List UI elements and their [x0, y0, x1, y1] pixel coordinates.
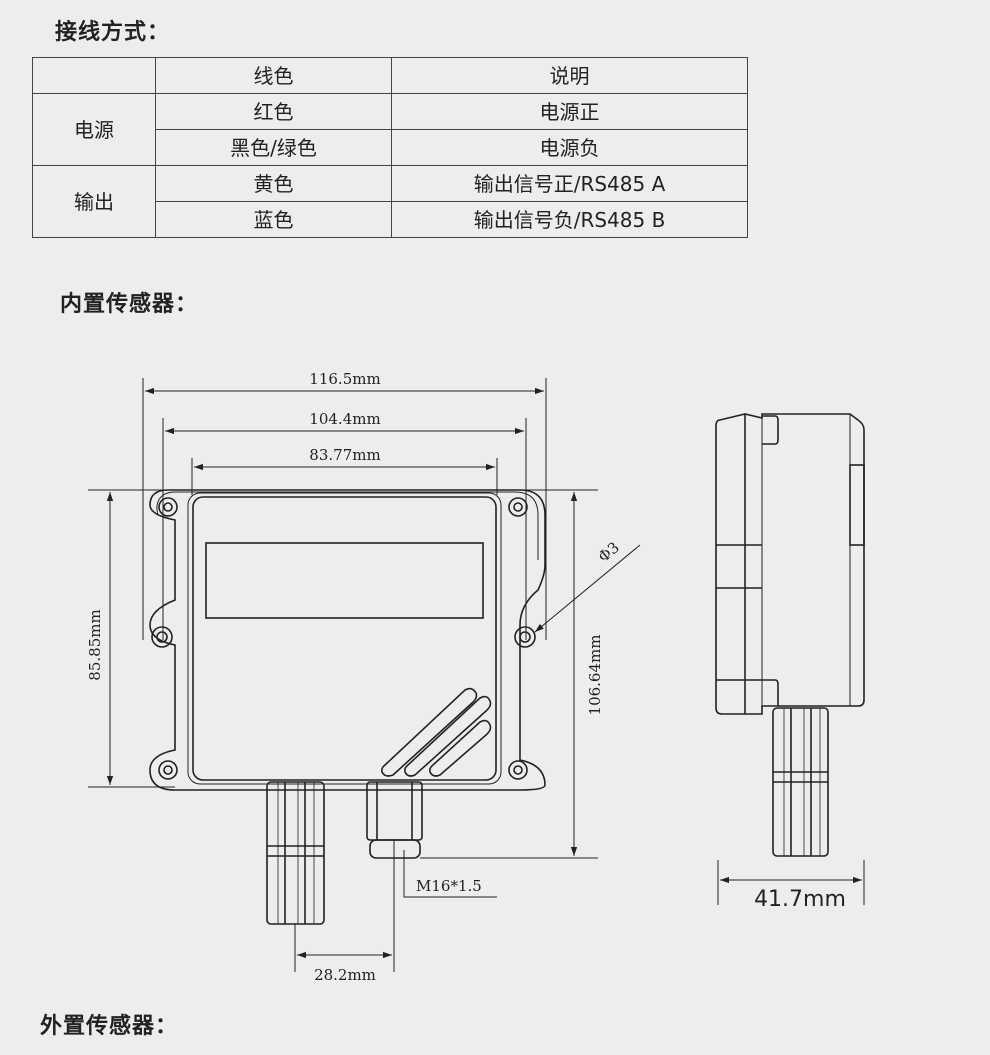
side-outline	[715, 413, 865, 715]
side-probe	[772, 707, 829, 857]
table-row: 电源 红色 电源正	[32, 93, 748, 166]
wire-color-cell: 蓝色	[155, 201, 392, 238]
table-row: 输出 黄色 输出信号正/RS485 A	[32, 165, 748, 238]
header-color-cell: 线色	[155, 57, 392, 94]
group-output-cell: 输出	[32, 165, 156, 238]
dim-gland-thread: M16*1.5	[416, 877, 482, 895]
dim-height-total: 106.64mm	[586, 635, 604, 716]
internal-sensor-heading: 内置传感器：	[60, 292, 199, 317]
dim-window-width: 83.77mm	[309, 446, 380, 464]
wire-desc-cell: 输出信号正/RS485 A	[391, 165, 748, 202]
wiring-table: 线色 说明 电源 红色 电源正 黑色/绿色 电源负 输出 黄色 输出信号正/RS…	[32, 57, 748, 238]
dim-depth: 41.7mm	[754, 887, 846, 912]
dim-hole-diameter: Φ3	[595, 538, 623, 566]
dim-hole-spacing: 104.4mm	[309, 410, 380, 428]
enclosure-outline	[149, 489, 546, 791]
side-dimensions	[717, 860, 865, 905]
wiring-heading: 接线方式：	[55, 20, 171, 45]
display-window	[205, 542, 484, 619]
front-view	[149, 489, 546, 925]
wire-desc-cell: 输出信号负/RS485 B	[391, 201, 748, 238]
header-group-cell	[32, 57, 156, 94]
table-header-row: 线色 说明	[32, 57, 748, 94]
front-dimension-labels: 116.5mm 104.4mm 83.77mm 85.85mm 106.64mm…	[86, 370, 623, 984]
vent-slots	[381, 687, 492, 777]
mounting-holes	[151, 497, 536, 780]
front-face	[192, 496, 497, 781]
front-dimensions	[88, 378, 641, 972]
dim-probe-spacing: 28.2mm	[314, 966, 376, 984]
external-sensor-heading: 外置传感器：	[40, 1014, 179, 1039]
wire-desc-cell: 电源负	[391, 129, 748, 166]
table-row: 黑色/绿色 电源负	[33, 129, 748, 166]
probe	[266, 781, 325, 925]
side-view	[715, 413, 865, 857]
dim-overall-width: 116.5mm	[309, 370, 380, 388]
table-row: 蓝色 输出信号负/RS485 B	[33, 201, 748, 238]
dim-height-inner: 85.85mm	[86, 609, 104, 680]
header-desc-cell: 说明	[391, 57, 748, 94]
